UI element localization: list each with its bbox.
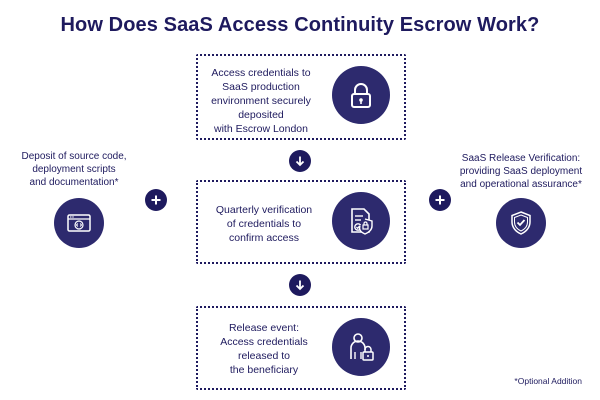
left-option-text: Deposit of source code, deployment scrip…: [21, 151, 127, 188]
shield-check-icon: [496, 198, 546, 248]
padlock-icon: [332, 66, 390, 124]
code-window-icon: [54, 198, 104, 248]
plus-icon: [145, 189, 167, 211]
step-text-verification: Quarterly verification of credentials to…: [215, 204, 313, 244]
step-text-release: Release event: Access credentials releas…: [220, 322, 308, 376]
document-shield-icon: [332, 192, 390, 250]
down-arrow-icon: [289, 150, 311, 172]
right-option-text: SaaS Release Verification: providing Saa…: [459, 153, 583, 190]
diagram-title: How Does SaaS Access Continuity Escrow W…: [60, 14, 540, 36]
down-arrow-icon: [289, 274, 311, 296]
person-lock-icon: [332, 318, 390, 376]
step-text-deposit: Access credentials to SaaS production en…: [211, 67, 311, 135]
step-box-deposit: Access credentials to SaaS production en…: [196, 54, 406, 140]
plus-icon: [429, 189, 451, 211]
step-box-release: Release event: Access credentials releas…: [196, 306, 406, 390]
step-box-verification: Quarterly verification of credentials to…: [196, 180, 406, 264]
footnote: *Optional Addition: [514, 376, 582, 386]
